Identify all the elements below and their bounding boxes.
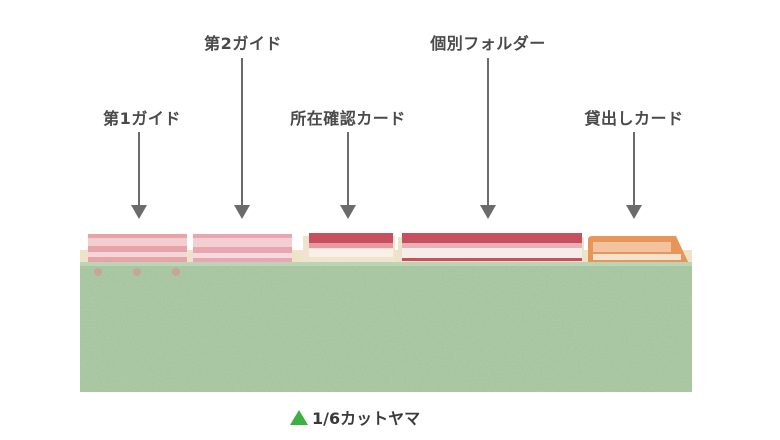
rivet: [133, 268, 141, 276]
rivet: [172, 268, 180, 276]
arrow-lending-card: [633, 132, 635, 206]
caption: 1/6カットヤマ: [290, 405, 420, 429]
label-lending-card: 貸出しカード: [584, 109, 684, 128]
label-guide1: 第1ガイド: [103, 109, 181, 128]
label-location-card: 所在確認カード: [290, 109, 406, 128]
individual-folder: [398, 233, 584, 266]
arrow-guide2: [241, 58, 243, 206]
location-card: [303, 233, 395, 266]
rivet: [94, 268, 102, 276]
arrow-guide1: [138, 132, 140, 206]
lending-card: [588, 236, 690, 266]
guide2-tab: [193, 234, 292, 264]
arrow-location-card: [347, 132, 349, 206]
green-triangle-icon: [290, 410, 308, 425]
green-folder-body: [80, 262, 692, 392]
label-individual-folder: 個別フォルダー: [430, 34, 546, 53]
guide1-tab: [88, 234, 187, 264]
caption-text: 1/6カットヤマ: [312, 409, 421, 428]
arrow-individual-folder: [487, 58, 489, 206]
label-guide2: 第2ガイド: [204, 34, 282, 53]
